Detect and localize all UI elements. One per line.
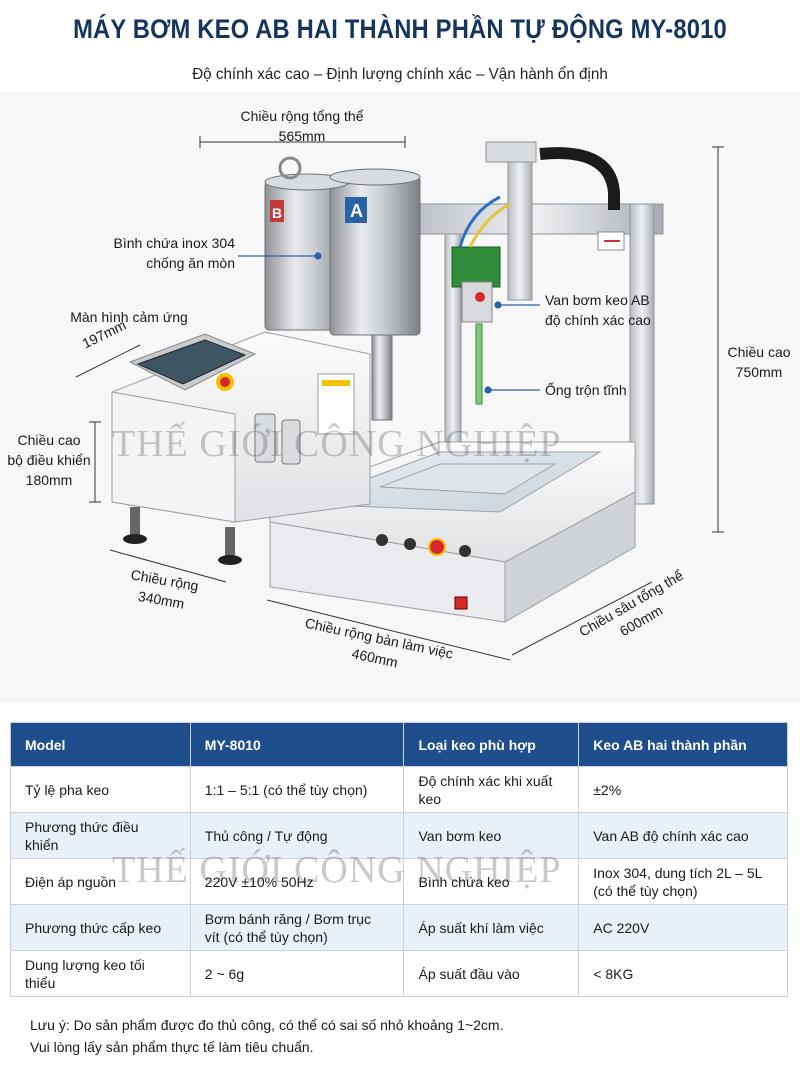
table-row: Dung lượng keo tối thiểu 2 ~ 6g Áp suất … [10, 950, 788, 997]
controller-height-label: Chiều cao bộ điều khiển 180mm [7, 432, 91, 488]
table-cell: 220V ±10% 50Hz [189, 858, 405, 905]
height-label: Chiều cao 750mm [727, 344, 791, 380]
table-cell: Van bơm keo [403, 812, 580, 859]
dispensing-valve [451, 195, 511, 405]
disclaimer-note: Lưu ý: Do sản phẩm được đo thủ công, có … [30, 1017, 504, 1055]
header-cell: Loại keo phù hợp [403, 722, 580, 767]
tank-b-badge: B [272, 205, 282, 221]
product-photo: A B Chiều rộng tổng thể 565mm Bình chứa … [0, 92, 800, 702]
watermark-top: THẾ GIỚI CÔNG NGHIỆP [112, 423, 562, 465]
table-cell: Độ chính xác khi xuất keo [403, 766, 580, 813]
machine-illustration: A B [75, 136, 724, 661]
touchscreen-label: Màn hình cảm ứng [70, 309, 188, 325]
table-cell: Phương thức cấp keo [10, 904, 191, 951]
table-cell: Thủ công / Tự động [189, 812, 405, 859]
dimension-lines [75, 136, 724, 661]
work-table [269, 441, 636, 623]
table-cell: Tỷ lệ pha keo [10, 766, 191, 813]
callout-pointers [238, 252, 540, 394]
table-cell: Áp suất khí làm việc [403, 904, 580, 951]
table-cell: ±2% [578, 766, 788, 813]
header-cell: MY-8010 [189, 722, 405, 767]
mixer-label: Ống trộn tĩnh [545, 382, 627, 398]
table-cell: Dung lượng keo tối thiểu [10, 950, 191, 997]
table-row: Phương thức cấp keo Bơm bánh răng / Bơm … [10, 904, 788, 951]
table-cell: Bơm bánh răng / Bơm trục vít (có thể tùy… [189, 904, 405, 951]
table-cell: Áp suất đầu vào [403, 950, 580, 997]
table-row: Phương thức điều khiển Thủ công / Tự độn… [10, 812, 788, 859]
controller-box [111, 331, 371, 565]
table-cell: < 8KG [578, 950, 788, 997]
table-row: Tỷ lệ pha keo 1:1 – 5:1 (có thể tùy chọn… [10, 766, 788, 813]
table-row: Điện áp nguồn 220V ±10% 50Hz Bình chứa k… [10, 858, 788, 905]
table-cell: Van AB độ chính xác cao [578, 812, 788, 859]
valve-label: Van bơm keo AB độ chính xác cao [545, 292, 651, 328]
page-subtitle: Độ chính xác cao – Định lượng chính xác … [192, 66, 608, 83]
table-cell: Điện áp nguồn [10, 858, 191, 905]
header-cell: Keo AB hai thành phần [578, 722, 788, 767]
spec-table: Model MY-8010 Loại keo phù hợp Keo AB ha… [10, 722, 788, 997]
table-cell: 1:1 – 5:1 (có thể tùy chọn) [189, 766, 405, 813]
header-cell: Model [10, 722, 191, 767]
overall-width-label: Chiều rộng tổng thể 565mm [240, 108, 364, 144]
tank-label: Bình chứa inox 304 chống ăn mòn [113, 235, 235, 271]
table-cell: 2 ~ 6g [189, 950, 405, 997]
table-cell: Phương thức điều khiển [10, 812, 191, 859]
page-title: MÁY BƠM KEO AB HAI THÀNH PHẦN TỰ ĐỘNG MY… [73, 14, 727, 44]
watermark-table: THẾ GIỚI CÔNG NGHIỆP [112, 849, 562, 891]
table-header-row: Model MY-8010 Loại keo phù hợp Keo AB ha… [10, 722, 788, 767]
table-cell: Inox 304, dung tích 2L – 5L (có thể tùy … [578, 858, 788, 905]
tank-a-badge: A [350, 201, 363, 221]
table-cell: AC 220V [578, 904, 788, 951]
table-cell: Bình chứa keo [403, 858, 580, 905]
